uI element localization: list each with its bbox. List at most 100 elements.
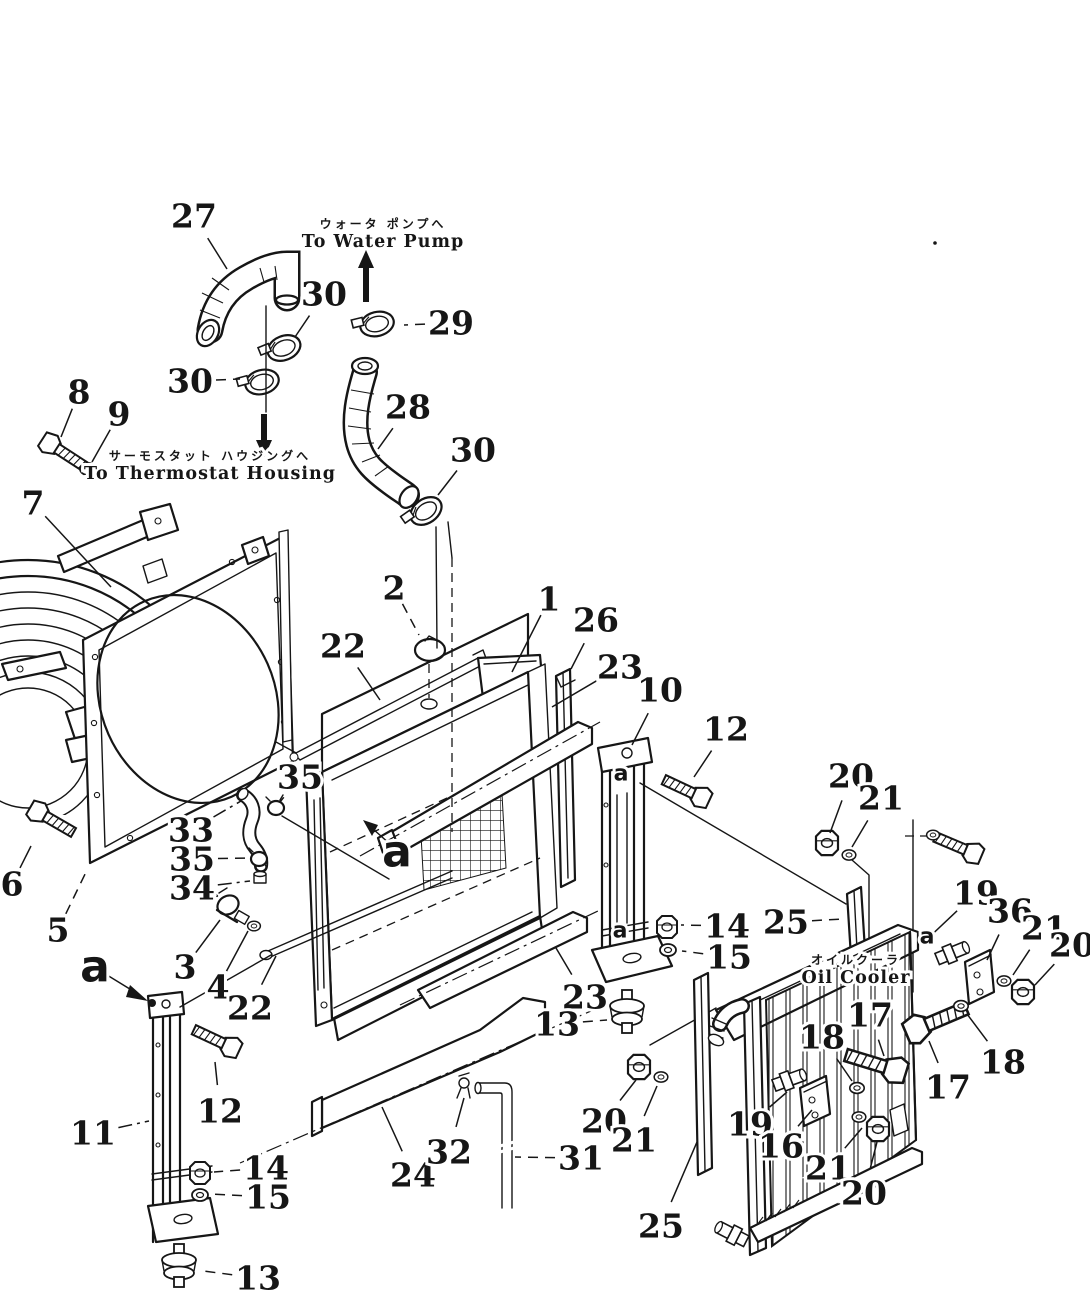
clamp-29: [349, 307, 398, 343]
rail-24: [239, 996, 599, 1164]
section-marker-a: a: [382, 827, 412, 878]
part-label-4: 4: [207, 968, 230, 1007]
leader-line: [844, 1127, 863, 1149]
caption-thermostat: サーモスタット ハウジングへ To Thermostat Housing: [81, 445, 338, 487]
part-label-13: 13: [534, 1005, 580, 1044]
leader-line: [986, 934, 1000, 961]
part-label-20: 20: [1049, 926, 1090, 965]
strip-26: [554, 667, 577, 889]
nut-14-left: [189, 1161, 211, 1185]
clamp-30-upper: [256, 329, 306, 370]
washer-21-center: [653, 1071, 669, 1083]
leader-line: [1012, 949, 1031, 976]
part-label-33: 33: [168, 811, 214, 850]
leader-line: [202, 1270, 233, 1276]
part-label-21: 21: [611, 1121, 657, 1160]
caption-oil-cooler-en: Oil Cooler: [802, 968, 911, 988]
filler-neck: [420, 698, 438, 710]
part-label-30: 30: [301, 275, 347, 314]
oil-cooler-bottom-rail: [748, 1146, 924, 1244]
caption-water-pump-ja: ウォータ ポンプへ: [320, 216, 447, 231]
leader-line: [215, 378, 241, 381]
leader-line: [877, 1039, 885, 1057]
part-label-27: 27: [171, 197, 217, 236]
washer-21-topright: [996, 975, 1012, 987]
caption-thermostat-ja: サーモスタット ハウジングへ: [109, 448, 311, 463]
leader-line: [437, 470, 458, 496]
up-arrow-icon: [358, 250, 374, 302]
part-label-6: 6: [1, 865, 24, 904]
part-label-21: 21: [858, 779, 904, 818]
leader-line: [19, 845, 32, 869]
washer-18-right: [952, 999, 970, 1013]
rail-23-bottom: [399, 909, 601, 1010]
assembly-line: [435, 526, 438, 649]
leader-line: [213, 1169, 241, 1173]
leader-line: [928, 1040, 939, 1064]
clamp-30-left: [234, 364, 283, 401]
part-label-36: 36: [987, 892, 1033, 931]
part-label-31: 31: [558, 1139, 604, 1178]
seal-strip-vertical: [275, 529, 299, 755]
bolt-6: [23, 796, 81, 844]
nut-20-topright: [1010, 978, 1036, 1006]
oil-cooler-elbow: [707, 998, 750, 1047]
part-label-8: 8: [68, 373, 91, 412]
part-label-15: 15: [706, 938, 752, 977]
section-a-arrow-mid: [363, 820, 391, 845]
section-marker-a: a: [614, 762, 629, 787]
oil-cooler-tab: [889, 1103, 909, 1137]
bracket-10: [590, 736, 674, 984]
part-label-13: 13: [235, 1259, 281, 1296]
caption-water-pump: ウォータ ポンプへ To Water Pump: [299, 213, 466, 255]
mount-13-left: [161, 1243, 197, 1288]
assembly-line: [281, 815, 390, 880]
leader-line: [514, 1156, 556, 1159]
leader-line: [922, 910, 958, 944]
strip-25-left: [692, 971, 714, 1177]
part-label-21: 21: [805, 1149, 851, 1188]
part-label-16: 16: [758, 1127, 804, 1166]
part-label-12: 12: [703, 710, 749, 749]
leader-line: [851, 820, 869, 848]
part-label-34: 34: [169, 869, 215, 908]
part-label-14: 14: [243, 1149, 289, 1188]
oil-cooler-fitting: [711, 1217, 752, 1251]
printing-dot: [933, 241, 937, 245]
section-a-arrow-left: [106, 974, 156, 1007]
leader-line: [207, 237, 228, 270]
assembly-line: [639, 782, 847, 905]
part-label-10: 10: [637, 671, 683, 710]
part-label-24: 24: [390, 1156, 436, 1195]
caption-water-pump-en: To Water Pump: [302, 232, 464, 252]
bolt-12-right: [658, 768, 715, 812]
drain-valve-3: [209, 887, 250, 926]
leader-line: [91, 429, 111, 463]
plug-34: [253, 870, 267, 884]
leader-line: [619, 1079, 637, 1101]
leader-line: [381, 1106, 403, 1152]
nut-20-bottom: [865, 1115, 891, 1143]
nut-20-right: [814, 829, 840, 857]
part-label-5: 5: [47, 911, 70, 950]
part-label-17: 17: [925, 1068, 971, 1107]
clip-32: [456, 1072, 471, 1099]
leader-line: [118, 1120, 150, 1129]
section-marker-a: a: [80, 942, 110, 993]
part-label-23: 23: [597, 648, 643, 687]
leader-line: [225, 930, 249, 972]
leader-line: [511, 614, 542, 673]
part-label-35: 35: [169, 840, 215, 879]
tube-31: [474, 1081, 515, 1209]
leader-line: [643, 1085, 658, 1117]
part-label-17: 17: [847, 996, 893, 1035]
leader-line: [582, 1019, 608, 1023]
part-label-14: 14: [704, 907, 750, 946]
assembly-line: [179, 954, 272, 1008]
leader-line: [869, 1141, 878, 1168]
leader-line: [681, 950, 704, 955]
leader-line: [195, 919, 221, 954]
leader-line: [811, 918, 845, 922]
